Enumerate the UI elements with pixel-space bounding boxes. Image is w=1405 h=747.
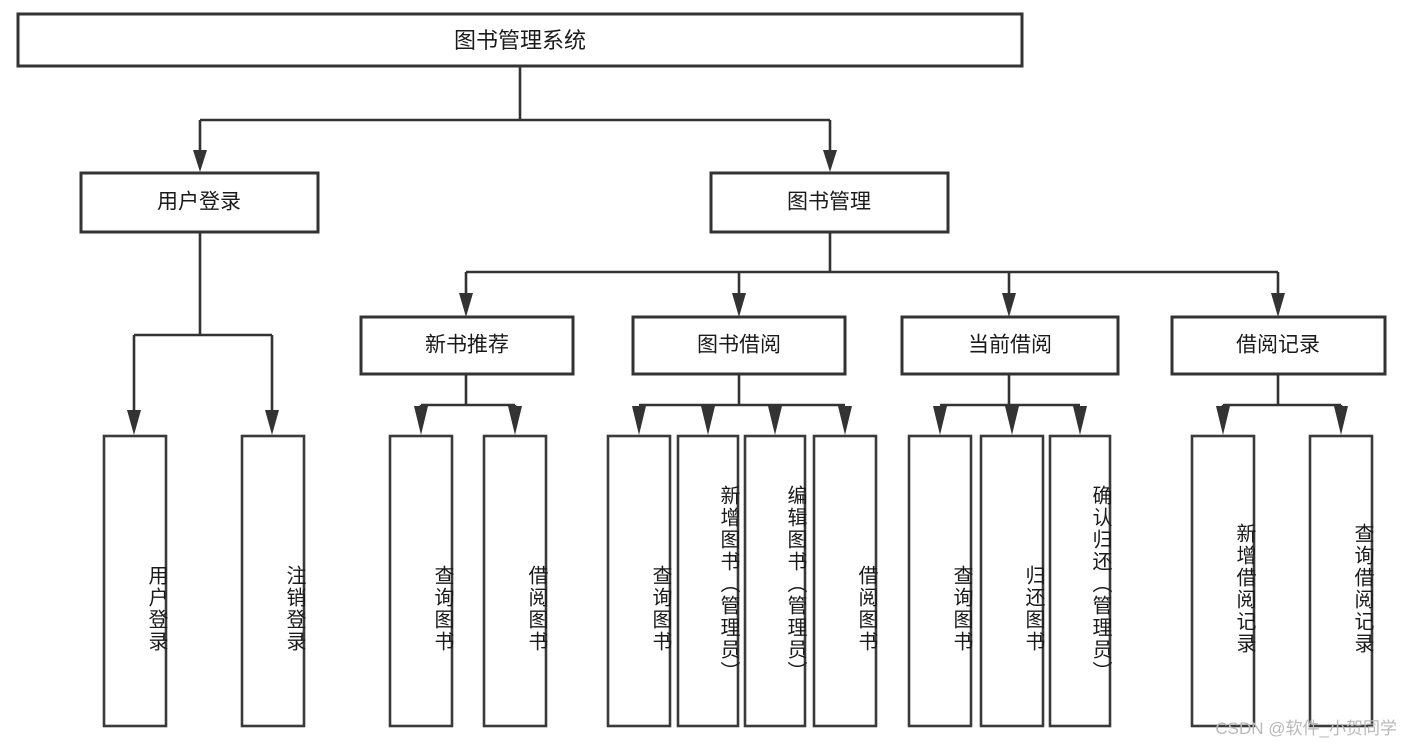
arrow-to-user-login (193, 150, 207, 172)
connector-book-management-to-level3 (459, 232, 1285, 317)
node-book-management-box[interactable] (709, 171, 950, 234)
node-book-management-label: 图书管理 (787, 191, 871, 214)
leaf-query-book-1-box[interactable] (388, 434, 454, 728)
node-root-label: 图书管理系统 (454, 28, 586, 53)
node-borrow-record-box[interactable] (1170, 315, 1387, 376)
node-user-login-box[interactable] (79, 171, 320, 234)
node-book-borrow-label: 图书借阅 (697, 334, 781, 357)
connector-current-borrow-to-leaves (933, 374, 1087, 435)
leaf-logout-login-box[interactable] (240, 434, 306, 728)
node-user-login-label: 用户登录 (157, 191, 241, 214)
connector-borrow-record-to-leaves (1216, 374, 1348, 435)
connector-new-book-recommend-to-leaves (414, 374, 522, 435)
node-current-borrow-label: 当前借阅 (968, 334, 1052, 357)
node-borrow-record[interactable]: 借阅记录 (1170, 315, 1387, 376)
node-new-book-recommend[interactable]: 新书推荐 (359, 315, 575, 376)
node-borrow-record-label: 借阅记录 (1236, 334, 1320, 357)
node-book-management[interactable]: 图书管理 (709, 171, 950, 234)
leaf-add-book-box[interactable] (676, 434, 740, 728)
node-current-borrow-box[interactable] (900, 315, 1120, 376)
node-root[interactable]: 图书管理系统 (16, 12, 1024, 68)
node-new-book-recommend-box[interactable] (359, 315, 575, 376)
leaf-return-book-box[interactable] (979, 434, 1045, 728)
leaf-user-login-box[interactable] (102, 434, 168, 728)
leaf-confirm-return-box[interactable] (1048, 434, 1112, 728)
connector-user-login-to-leaves (127, 232, 279, 435)
leaf-borrow-book-2-box[interactable] (812, 434, 878, 728)
node-current-borrow[interactable]: 当前借阅 (900, 315, 1120, 376)
node-book-borrow[interactable]: 图书借阅 (631, 315, 847, 376)
csdn-watermark: CSDN @软件_小贺同学 (1215, 719, 1397, 738)
leaf-add-record-box[interactable] (1190, 434, 1256, 728)
connector-root-to-level2 (193, 66, 837, 172)
connector-book-borrow-to-leaves (632, 374, 852, 435)
node-user-login[interactable]: 用户登录 (79, 171, 320, 234)
leaf-boxes (102, 434, 1374, 728)
leaf-edit-book-box[interactable] (743, 434, 807, 728)
node-root-box[interactable] (16, 12, 1024, 68)
arrow-to-book-management (823, 150, 837, 172)
node-new-book-recommend-label: 新书推荐 (425, 334, 509, 357)
leaf-query-record-box[interactable] (1308, 434, 1374, 728)
leaf-borrow-book-1-box[interactable] (482, 434, 548, 728)
leaf-query-book-3-box[interactable] (907, 434, 973, 728)
node-book-borrow-box[interactable] (631, 315, 847, 376)
leaf-query-book-2-box[interactable] (606, 434, 672, 728)
